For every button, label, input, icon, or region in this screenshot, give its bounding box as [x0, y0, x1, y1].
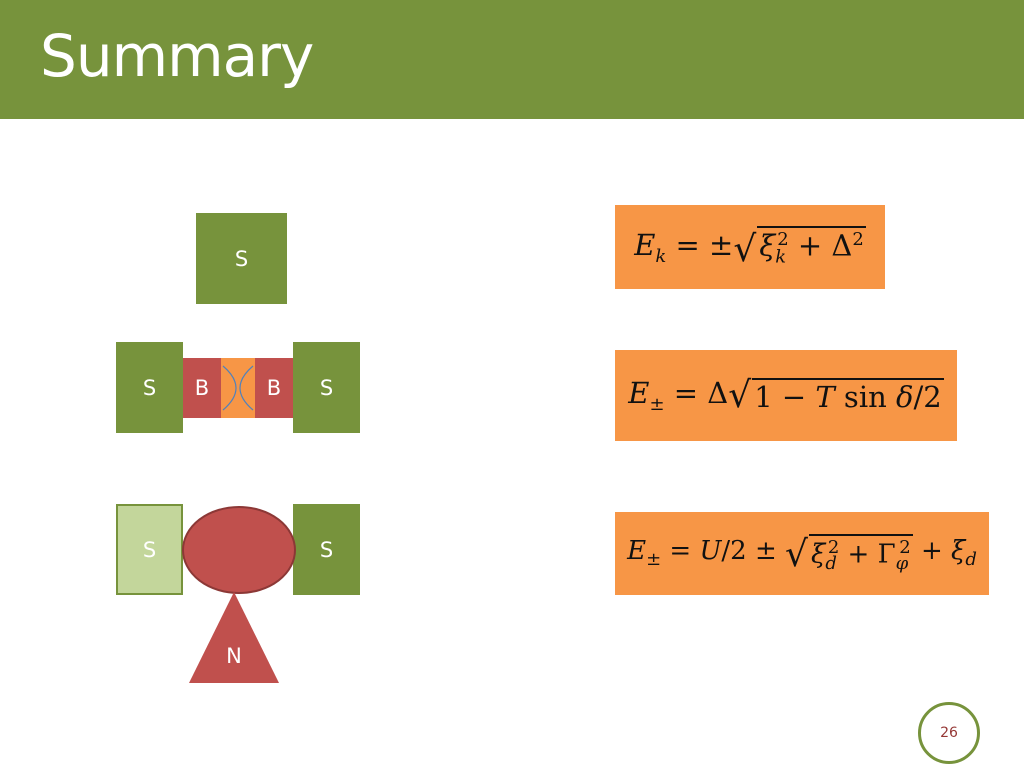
- superconductor-box-right: S: [293, 342, 360, 433]
- normal-lead-triangle: [189, 592, 279, 683]
- superconductor-label: S: [319, 375, 334, 400]
- quantum-dot-ellipse: [182, 506, 296, 594]
- superconductor-box-left: S: [116, 342, 183, 433]
- superconductor-box-top: S: [196, 213, 287, 304]
- barrier-label: B: [266, 376, 282, 400]
- barrier-box-left: B: [183, 358, 221, 418]
- page-number-badge: 26: [918, 702, 980, 764]
- page-number: 26: [940, 725, 958, 741]
- superconductor-box-dot-right: S: [293, 504, 360, 595]
- barrier-box-right: B: [255, 358, 293, 418]
- formula-bulk-dispersion: Ek = ± √ξk2 + Δ2: [615, 205, 885, 289]
- superconductor-label: S: [142, 375, 157, 400]
- normal-lead-label: N: [226, 644, 242, 668]
- superconductor-label: S: [319, 537, 334, 562]
- slide-title: Summary: [40, 22, 314, 90]
- title-bar: Summary: [0, 0, 1024, 119]
- superconductor-label: S: [234, 246, 249, 271]
- crossing-arcs-icon: [222, 365, 254, 411]
- formula-dot-levels: E± = U/2 ± √ξd2 + Γφ2 + ξd: [615, 512, 989, 595]
- junction-region: [221, 358, 255, 418]
- formula-andreev-levels: E± = Δ √1 − T sin δ/2: [615, 350, 957, 441]
- superconductor-label: S: [142, 537, 157, 562]
- barrier-label: B: [194, 376, 210, 400]
- superconductor-box-light: S: [116, 504, 183, 595]
